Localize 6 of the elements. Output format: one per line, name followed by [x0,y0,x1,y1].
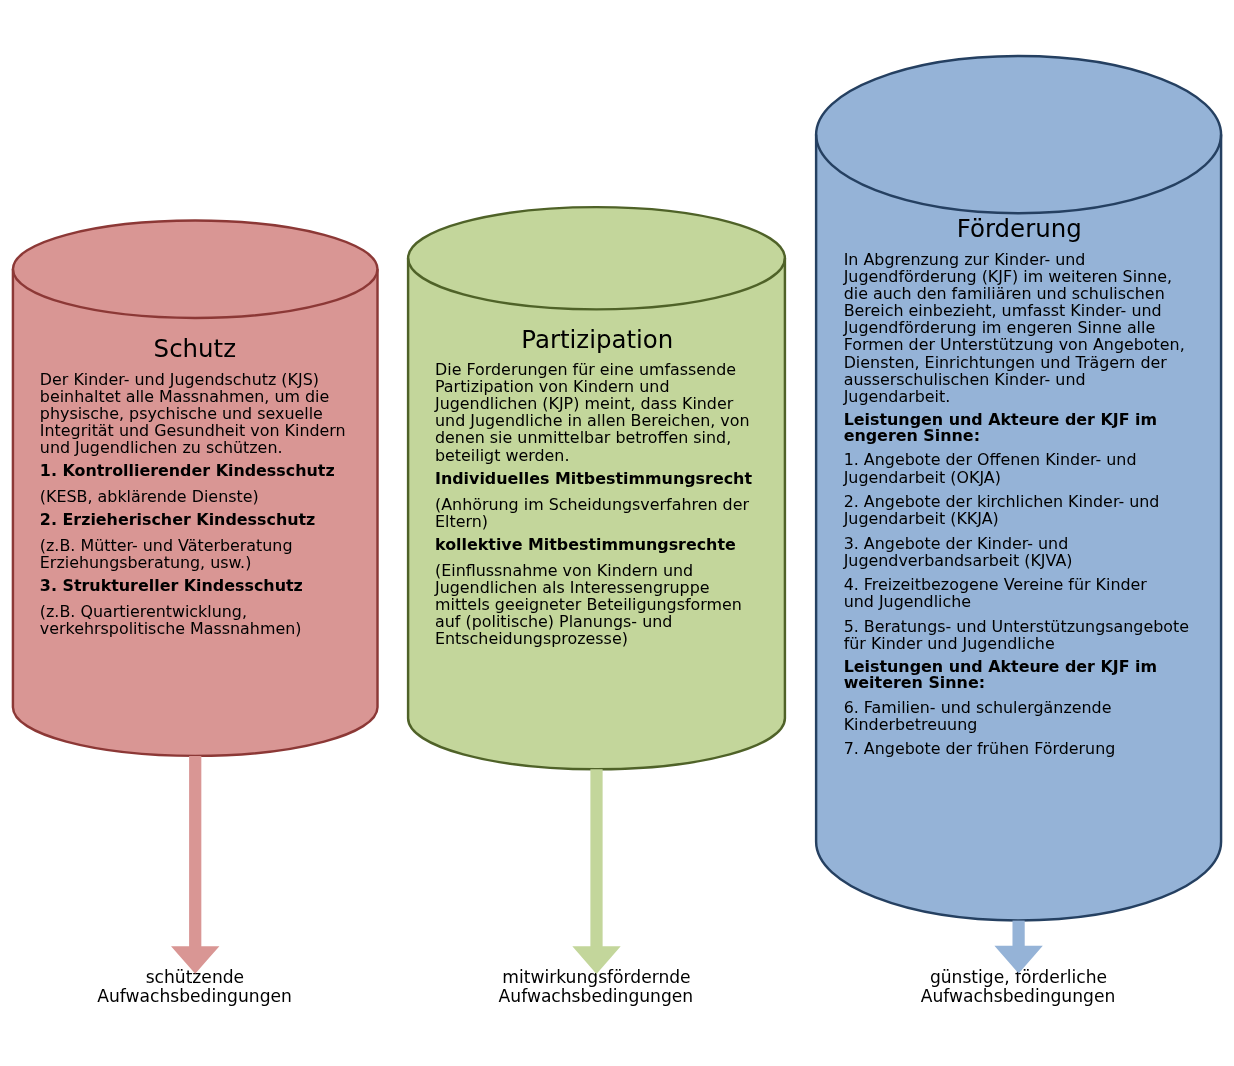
arrow [572,768,621,974]
arrow [994,920,1043,973]
arrow [171,755,220,974]
node-text: schützende Aufwachsbedingungen [97,966,292,1006]
node-text: mitwirkungsfördernde Aufwachsbedingungen [498,966,694,1006]
node-text: günstige, förderliche Aufwachsbedingungen [920,966,1116,1006]
